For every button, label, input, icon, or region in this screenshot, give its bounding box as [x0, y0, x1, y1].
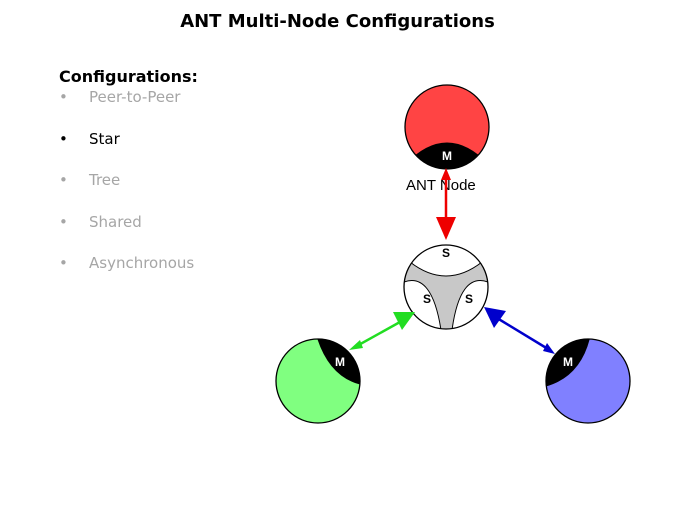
bullet-icon: • — [59, 212, 68, 231]
hub-node: S S S — [403, 244, 489, 330]
master-node-top: M — [404, 84, 490, 170]
slave-label-right: S — [465, 292, 473, 306]
link-right — [484, 307, 555, 354]
bullet-icon: • — [59, 129, 68, 148]
slide-title: ANT Multi-Node Configurations — [180, 11, 495, 32]
link-top — [436, 168, 456, 240]
arrowhead-icon — [543, 343, 555, 354]
slave-label-top: S — [442, 246, 450, 260]
master-node-right: M — [545, 338, 631, 424]
link-left — [349, 312, 415, 350]
configurations-heading: Configurations: — [59, 67, 198, 86]
master-label: M — [563, 355, 573, 369]
arrowhead-icon — [349, 340, 363, 350]
slave-label-left: S — [423, 292, 431, 306]
master-label: M — [335, 355, 345, 369]
arrowhead-icon — [393, 312, 415, 330]
ant-node-caption: ANT Node — [406, 177, 476, 194]
bullet-icon: • — [59, 254, 68, 272]
bullet-icon: • — [59, 171, 68, 189]
master-label: M — [442, 149, 452, 163]
arrowhead-icon — [436, 217, 456, 240]
bullet-icon: • — [59, 88, 68, 106]
arrowhead-icon — [484, 307, 506, 328]
arrowhead-icon — [441, 168, 451, 180]
